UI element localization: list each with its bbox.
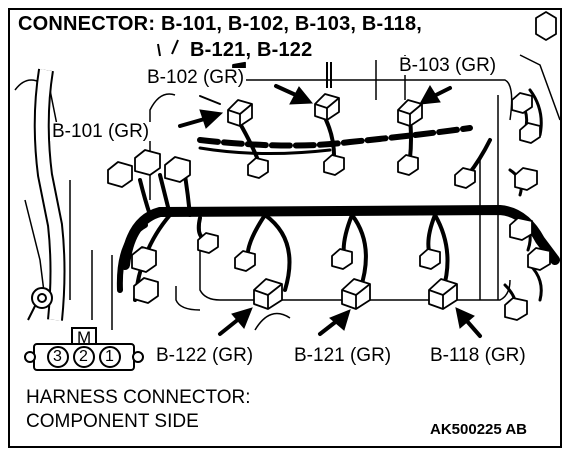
title-leaders <box>157 39 332 88</box>
arrow-b101-target <box>274 84 314 105</box>
pin-3 <box>47 346 69 368</box>
diagram-title-line1: CONNECTOR: B-101, B-102, B-103, B-118, <box>18 13 423 35</box>
callout-b101: B-101 (GR) <box>50 121 152 142</box>
left-hose <box>33 68 66 321</box>
caption-line2: COMPONENT SIDE <box>26 411 199 432</box>
upper-harness <box>197 125 473 156</box>
callout-b118: B-118 (GR) <box>428 345 528 366</box>
callout-b103: B-103 (GR) <box>397 55 499 76</box>
pinout-latch-left <box>24 351 36 363</box>
callout-b121: B-121 (GR) <box>292 345 394 366</box>
arrow-b118 <box>455 307 482 338</box>
connector-b101-target <box>314 93 340 121</box>
pin-1-label: 1 <box>105 348 114 365</box>
figure-code: AK500225 AB <box>430 421 527 438</box>
callout-b122: B-122 (GR) <box>154 345 256 366</box>
pin-1 <box>99 346 121 368</box>
pinout-marker-label: M <box>77 328 92 347</box>
diagram-frame <box>8 8 562 448</box>
engine-outline <box>14 54 561 331</box>
connector-b118 <box>428 278 458 310</box>
connector-b122 <box>253 278 283 310</box>
connector-pinout-symbol <box>24 327 144 371</box>
callout-arrows <box>178 84 482 338</box>
ground-terminal-icon <box>27 287 53 321</box>
diagram-title-line2: B-121, B-122 <box>190 39 313 61</box>
connector-b103 <box>397 99 423 127</box>
connectors <box>107 11 557 321</box>
pinout-latch-right <box>132 351 144 363</box>
callout-b102: B-102 (GR) <box>145 67 247 88</box>
arrow-b103 <box>419 85 452 105</box>
arrow-b121 <box>318 309 351 336</box>
caption-line1: HARNESS CONNECTOR: <box>26 387 251 408</box>
arrow-b101 <box>178 109 224 129</box>
upper-branches <box>138 110 492 217</box>
connector-b121 <box>341 278 371 310</box>
pin-2 <box>73 346 95 368</box>
pin-2-label: 2 <box>79 348 88 365</box>
arrow-b122 <box>218 307 253 336</box>
lower-branches <box>196 213 450 292</box>
arrow-b102-leader <box>199 95 221 105</box>
pin-3-label: 3 <box>53 348 62 365</box>
